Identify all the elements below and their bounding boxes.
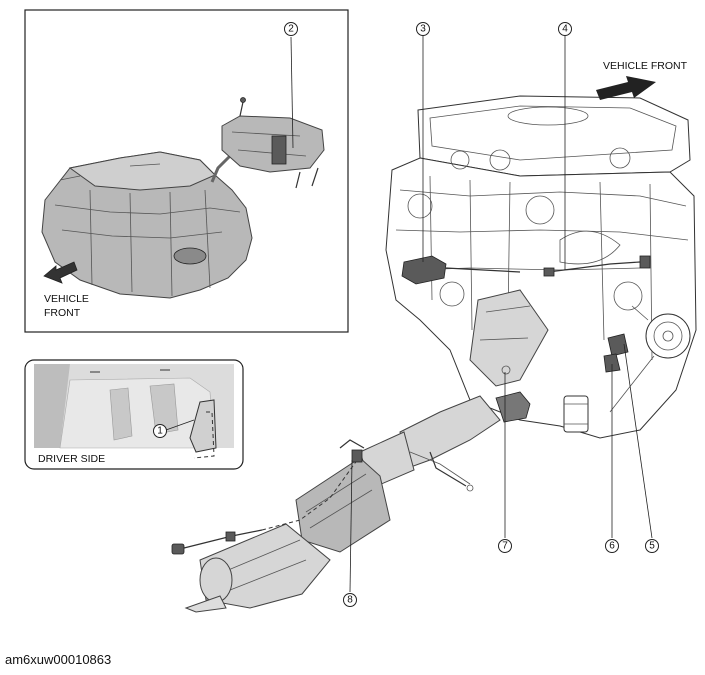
callout-3: 3 [420,24,426,35]
callout-5-marker [645,539,659,553]
callout-1: 1 [157,426,163,437]
callout-7-marker [498,539,512,553]
callout-2-marker [284,22,298,36]
callout-5: 5 [649,541,655,552]
figure-id-caption: am6xuw00010863 [5,652,112,667]
driver-side-inset: 1 DRIVER SIDE [24,359,244,470]
callout-8: 8 [347,595,353,606]
callout-8-marker [343,593,357,607]
callout-4: 4 [562,24,568,35]
vehicle-front-arrow-icon [43,261,78,284]
engine-vehicle-front-label: VEHICLE FRONT [603,60,688,72]
engine-callouts: 3 4 5 6 7 8 [343,22,659,607]
callout-2: 2 [288,24,294,35]
vehicle-front-arrow-icon [596,76,656,100]
callout-1-marker [153,424,167,438]
callout-7: 7 [502,541,508,552]
vehicle-front-label-line1: VEHICLE [44,293,89,305]
callout-3-marker [416,22,430,36]
driver-side-label: DRIVER SIDE [38,453,105,465]
fuel-tank-illustration [41,97,325,299]
callout-6-marker [605,539,619,553]
callout-6: 6 [609,541,615,552]
fuel-tank-inset: VEHICLE FRONT 2 [24,9,349,333]
engine-illustration [385,76,697,439]
exhaust-system-illustration [171,395,501,613]
callout-4-marker [558,22,572,36]
vehicle-front-label-line2: FRONT [44,307,81,319]
